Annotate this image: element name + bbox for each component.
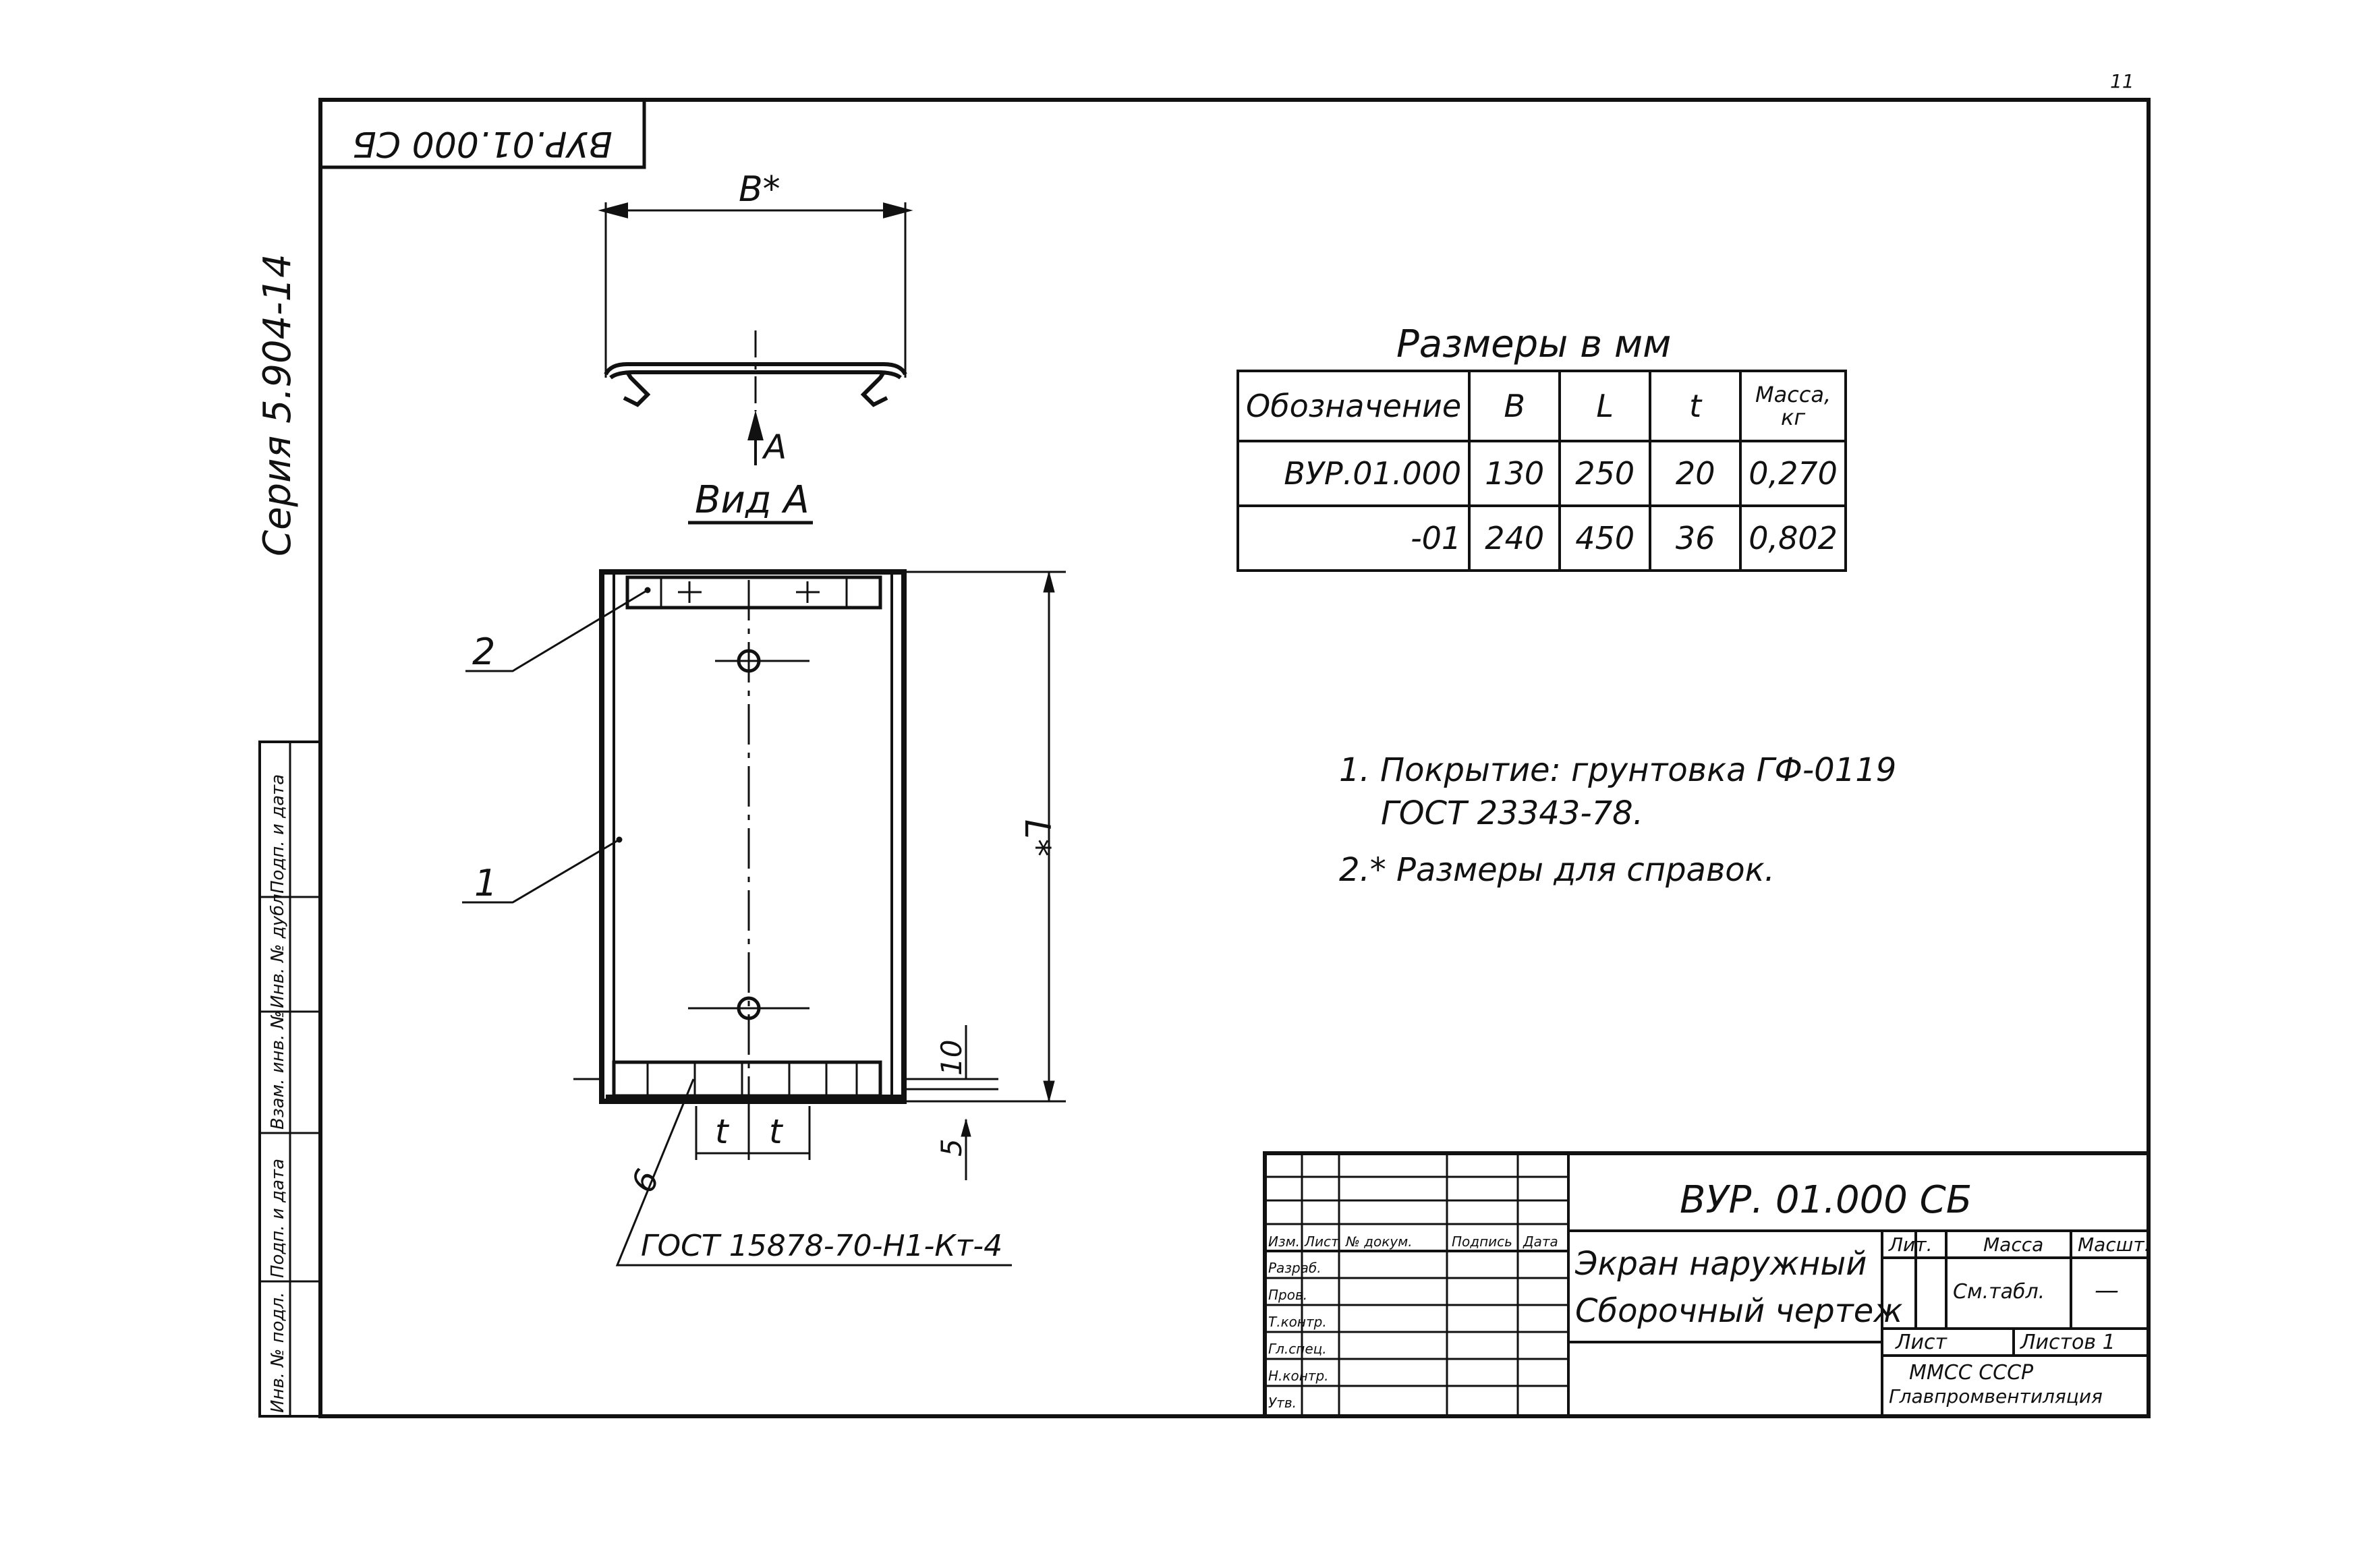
- spec-cell: 450: [1558, 504, 1652, 572]
- title-block: [1263, 1151, 2151, 1418]
- spec-cell: 20: [1649, 440, 1742, 507]
- spec-cell: 0,270: [1739, 440, 1847, 507]
- title-block-mass-value: См.табл.: [1953, 1280, 2045, 1304]
- spec-cell: 240: [1468, 504, 1562, 572]
- series-label: Серия 5.904-14: [256, 254, 300, 556]
- table-row: ВУР.01.000 130 250 20 0,270: [1236, 440, 1847, 507]
- note-1-cont: ГОСТ 23343-78.: [1381, 794, 1643, 832]
- spec-hdr-mass: Масса, кг: [1739, 370, 1847, 442]
- spec-hdr-b: B: [1468, 370, 1562, 442]
- spec-cell: 0,802: [1739, 504, 1847, 572]
- side-label-2: Взам. инв. №: [268, 1010, 288, 1130]
- title-block-mass: Масса: [1983, 1233, 2043, 1256]
- title-block-scale-value: —: [2095, 1277, 2119, 1304]
- callout-1: 1: [474, 862, 497, 904]
- spec-table: Обозначение B L t Масса, кг ВУР.01.000 1…: [1236, 370, 1847, 572]
- tb-hdr-3: Подпись: [1452, 1233, 1512, 1250]
- side-label-3: Подп. и дата: [268, 1159, 288, 1278]
- dim-5-label: 5: [935, 1138, 968, 1157]
- spec-table-header: Обозначение B L t Масса, кг: [1236, 370, 1847, 442]
- dim-10-label: 10: [935, 1040, 968, 1076]
- title-block-sheets: Листов 1: [2020, 1331, 2115, 1354]
- title-block-lit: Лит.: [1888, 1233, 1932, 1256]
- spec-cell: 130: [1468, 440, 1562, 507]
- view-arrow-label: A: [762, 428, 787, 467]
- notes-block: 1. Покрытие: грунтовка ГФ-0119 ГОСТ 2334…: [1339, 749, 1896, 892]
- tb-hdr-2: № докум.: [1345, 1233, 1413, 1250]
- title-block-name-2: Сборочный чертеж: [1575, 1292, 1903, 1330]
- title-block-name-1: Экран наружный: [1574, 1245, 1867, 1283]
- spec-table-title: Размеры в мм: [1396, 322, 1672, 366]
- tb-role-2: Т.контр.: [1268, 1314, 1327, 1330]
- callout-2: 2: [472, 631, 495, 673]
- callout-6: 6: [624, 1164, 667, 1198]
- side-label-4: Инв. № подл.: [268, 1292, 288, 1413]
- title-block-sheet: Лист: [1895, 1331, 1948, 1354]
- title-block-org-1: ММСС СССР: [1909, 1361, 2034, 1385]
- tb-role-1: Пров.: [1268, 1287, 1307, 1303]
- dim-t1-label: t: [715, 1112, 730, 1151]
- tb-hdr-0: Изм.: [1268, 1233, 1300, 1250]
- tb-role-4: Н.контр.: [1268, 1368, 1329, 1384]
- tb-role-5: Утв.: [1268, 1395, 1297, 1411]
- tb-role-3: Гл.спец.: [1268, 1341, 1327, 1357]
- title-block-scale: Масшт.: [2078, 1233, 2151, 1256]
- view-a-plate: [462, 569, 1066, 1267]
- dim-t2-label: t: [769, 1112, 784, 1151]
- note-2: 2.* Размеры для справок.: [1339, 851, 1775, 889]
- side-label-0: Подп. и дата: [268, 774, 288, 894]
- side-label-1: Инв. № дубл.: [268, 888, 288, 1008]
- stamp-code-box: [318, 98, 646, 169]
- dim-width-label: B*: [739, 169, 780, 210]
- tb-hdr-1: Лист: [1304, 1233, 1340, 1250]
- spec-hdr-t: t: [1649, 370, 1742, 442]
- tb-hdr-4: Дата: [1523, 1233, 1558, 1250]
- view-label: Вид А: [695, 478, 809, 522]
- top-profile-view: [598, 202, 913, 465]
- spec-cell: -01: [1236, 504, 1471, 572]
- tb-role-0: Разраб.: [1268, 1260, 1321, 1276]
- page-number: 11: [2110, 70, 2134, 92]
- table-row: -01 240 450 36 0,802: [1236, 504, 1847, 572]
- spec-cell: 36: [1649, 504, 1742, 572]
- spec-cell: ВУР.01.000: [1236, 440, 1471, 507]
- stamp-code-rotated: ВУР.01.000 СБ: [352, 123, 613, 164]
- title-block-code: ВУР. 01.000 СБ: [1680, 1178, 1972, 1222]
- title-block-org-2: Главпромвентиляция: [1889, 1385, 2103, 1407]
- weld-note: ГОСТ 15878-70-Н1-Кт-4: [641, 1229, 1002, 1263]
- note-1: 1. Покрытие: грунтовка ГФ-0119: [1339, 751, 1897, 789]
- spec-hdr-l: L: [1558, 370, 1652, 442]
- dim-length-label: L*: [1017, 819, 1057, 856]
- spec-cell: 250: [1558, 440, 1652, 507]
- spec-hdr-designation: Обозначение: [1236, 370, 1471, 442]
